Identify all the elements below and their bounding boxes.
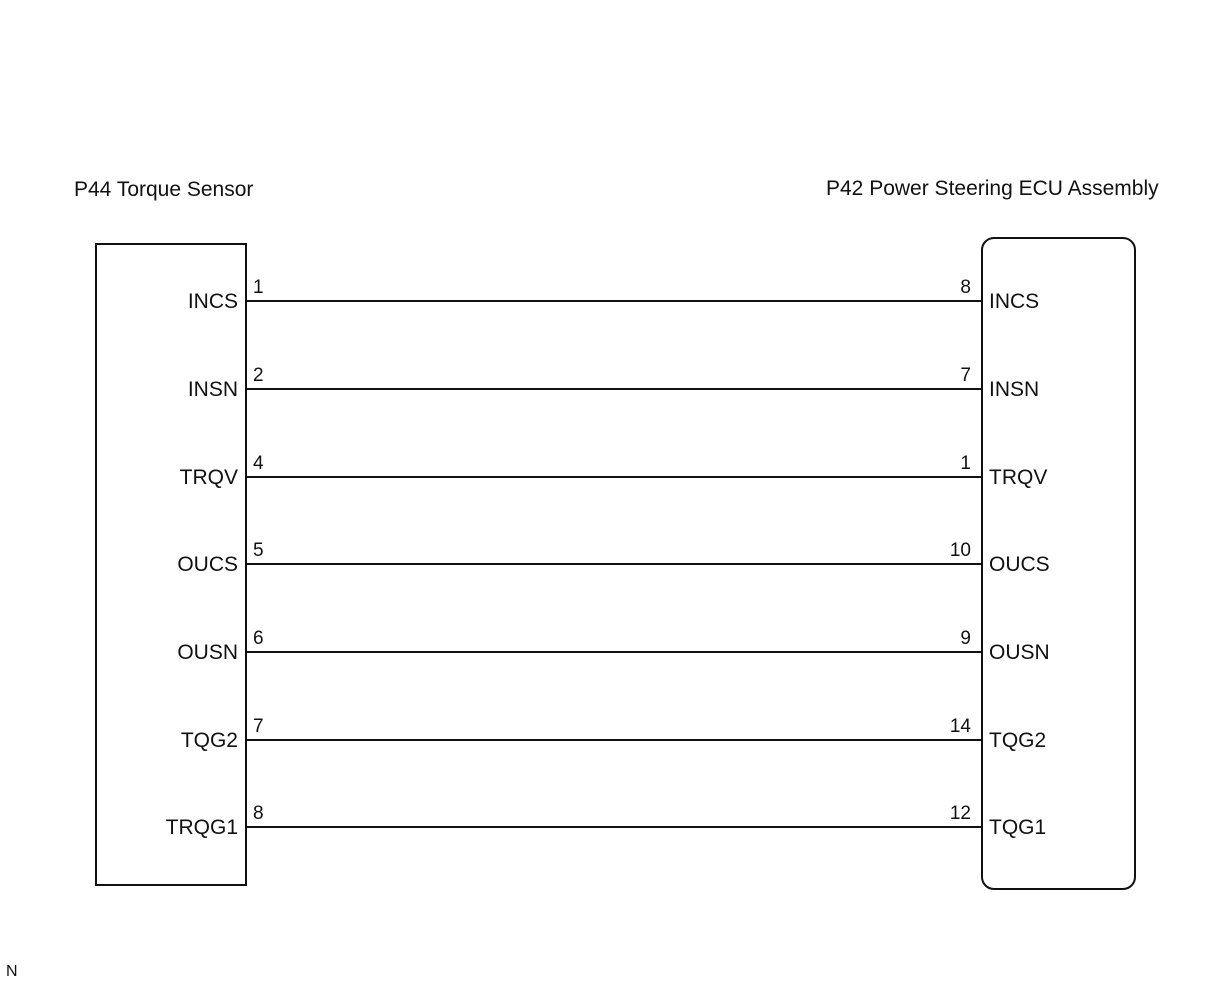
right-terminal-pin: 7 xyxy=(960,365,971,386)
left-terminal-signal: TRQG1 xyxy=(166,816,238,839)
right-terminal-signal: INSN xyxy=(989,378,1039,401)
corner-note: N xyxy=(6,963,18,980)
left-terminal-pin: 2 xyxy=(253,365,264,386)
left-terminal-pin: 4 xyxy=(253,453,264,474)
right-terminal-pin: 10 xyxy=(950,540,971,561)
right-terminal-signal: TQG2 xyxy=(989,729,1046,752)
left-terminal-pin: 6 xyxy=(253,628,264,649)
right-terminal-signal: INCS xyxy=(989,290,1039,313)
right-terminal-pin: 14 xyxy=(950,716,972,737)
left-connector-title: P44 Torque Sensor xyxy=(74,178,253,201)
right-terminal-signal: TQG1 xyxy=(989,816,1046,839)
left-terminal-signal: TRQV xyxy=(180,466,238,489)
right-terminal-pin: 9 xyxy=(960,628,971,649)
right-terminal-pin: 8 xyxy=(960,277,971,298)
wires xyxy=(246,300,982,828)
left-terminal-signal: OUCS xyxy=(177,553,238,576)
right-terminal-pin: 1 xyxy=(960,453,971,474)
right-terminal-signal: OUSN xyxy=(989,641,1050,664)
left-terminal-pin: 8 xyxy=(253,803,264,824)
right-terminal-signal: OUCS xyxy=(989,553,1050,576)
left-terminal-signal: INCS xyxy=(188,290,238,313)
left-terminal-pin: 5 xyxy=(253,540,264,561)
left-terminal-signal: OUSN xyxy=(177,641,238,664)
right-connector: P42 Power Steering ECU Assembly INCS 8INS… xyxy=(826,177,1159,890)
right-terminal-signal: TRQV xyxy=(989,466,1047,489)
left-terminal-signal: TQG2 xyxy=(181,729,238,752)
right-terminal-pin: 12 xyxy=(950,803,971,824)
left-terminal-pin: 1 xyxy=(253,277,264,298)
left-terminal-signal: INSN xyxy=(188,378,238,401)
right-connector-title: P42 Power Steering ECU Assembly xyxy=(826,177,1159,200)
left-terminal-pin: 7 xyxy=(253,716,264,737)
